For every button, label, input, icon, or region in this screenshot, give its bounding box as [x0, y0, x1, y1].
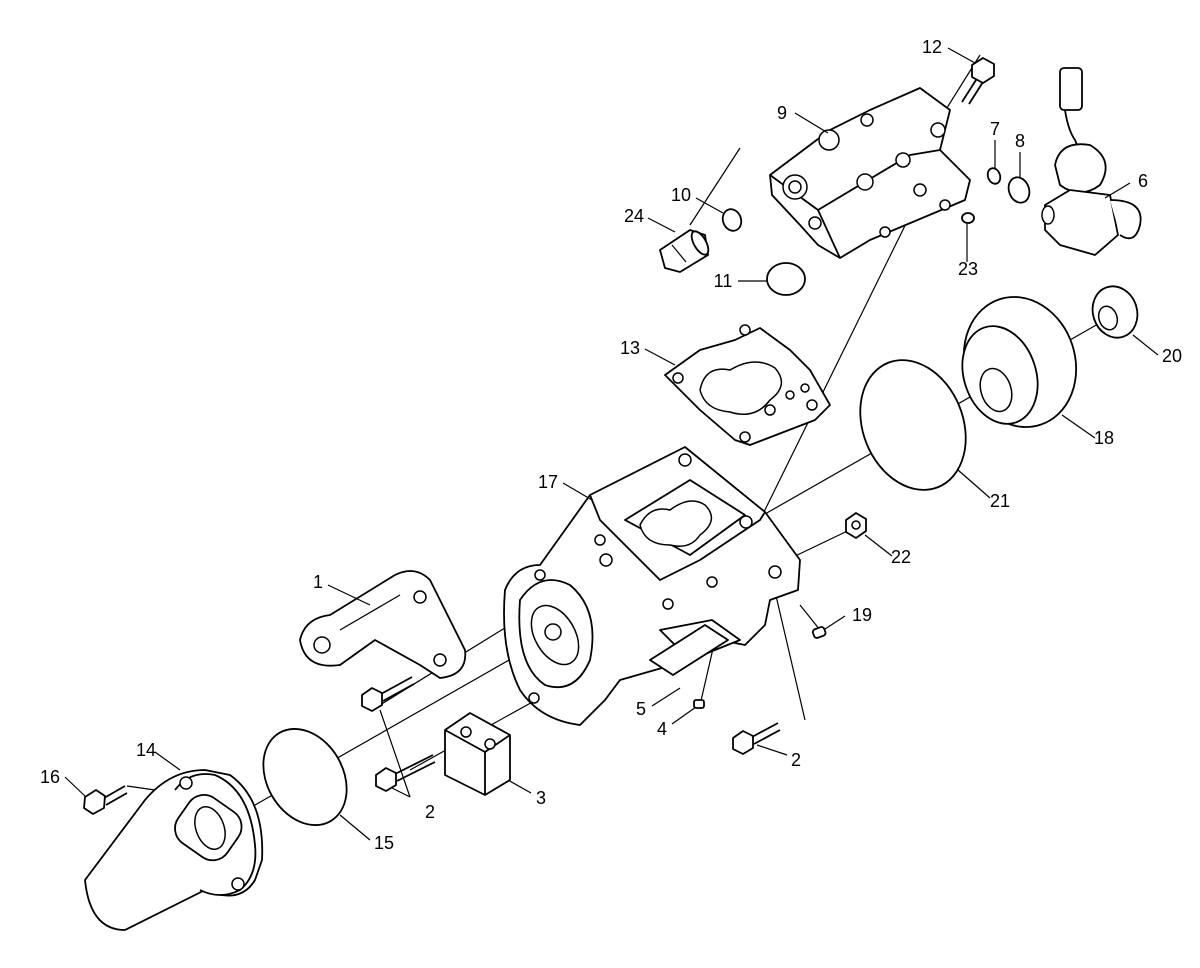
o-ring-8	[1007, 176, 1031, 204]
callout-13: 13	[620, 338, 640, 358]
callout-14: 14	[136, 740, 156, 760]
end-cover-14	[84, 769, 264, 931]
bolt-2-right	[732, 722, 781, 755]
pump-housing-17	[503, 446, 801, 726]
callout-1: 1	[313, 572, 323, 592]
pin-4	[693, 699, 705, 709]
callout-18: 18	[1094, 428, 1114, 448]
o-ring-10	[721, 208, 743, 232]
nut-22	[845, 512, 867, 539]
callout-4: 4	[657, 719, 667, 739]
callout-11: 11	[714, 271, 733, 291]
block-3	[444, 712, 511, 796]
callout-5: 5	[636, 699, 646, 719]
leader-lines	[64, 47, 1159, 841]
o-ring-21	[859, 359, 967, 491]
valve-block-9	[769, 87, 971, 259]
pin-19	[811, 626, 827, 639]
callout-15: 15	[374, 833, 394, 853]
callout-7: 7	[990, 119, 1000, 139]
fitting-24	[659, 229, 710, 273]
callout-8: 8	[1015, 131, 1025, 151]
callout-2a: 2	[425, 802, 435, 822]
bolt-2-upper	[361, 676, 415, 712]
bolt-12	[961, 57, 995, 105]
callout-6: 6	[1138, 171, 1148, 191]
callout-3: 3	[536, 788, 546, 808]
plate-5	[649, 624, 729, 676]
gasket-13	[664, 324, 831, 446]
callout-23: 23	[958, 259, 978, 279]
cover-18	[961, 296, 1078, 428]
callout-10: 10	[671, 185, 691, 205]
bolt-16	[83, 785, 156, 815]
callout-labels: 1 2 2 3 4 5 6 7 8 9 10 11 12 13 14 15 16…	[40, 37, 1182, 853]
callout-16: 16	[40, 767, 60, 787]
bracket-1	[299, 570, 467, 679]
callout-22: 22	[891, 547, 911, 567]
o-ring-7	[986, 167, 1002, 185]
callout-19: 19	[852, 605, 872, 625]
callout-24: 24	[624, 206, 644, 226]
callout-2b: 2	[791, 750, 801, 770]
callout-12: 12	[922, 37, 942, 57]
plug-11	[766, 262, 806, 296]
solenoid-6	[1041, 67, 1142, 256]
bushing-20	[1091, 285, 1139, 339]
o-ring-23	[961, 212, 975, 224]
callout-9: 9	[777, 103, 787, 123]
callout-17: 17	[538, 472, 558, 492]
o-ring-15	[262, 728, 348, 826]
callout-20: 20	[1162, 346, 1182, 366]
callout-21: 21	[990, 491, 1010, 511]
